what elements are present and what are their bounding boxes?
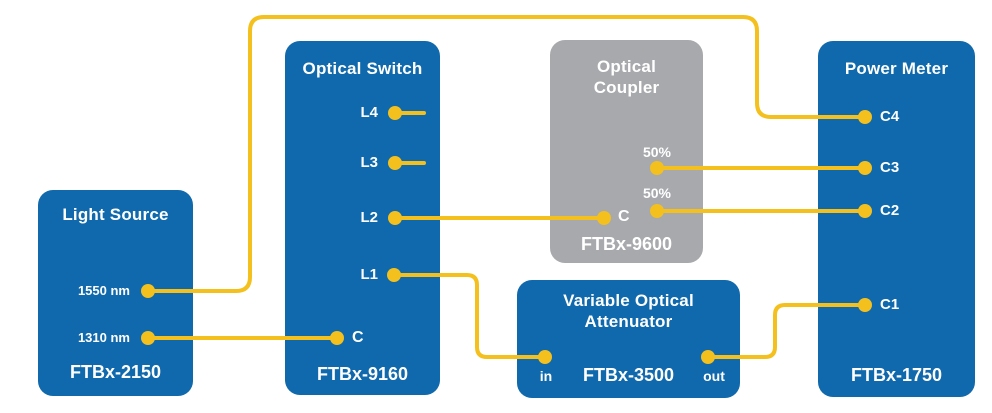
power-meter-title: Power Meter (844, 59, 949, 78)
power-meter-model: FTBx-1750 (850, 365, 943, 385)
port-label-c1: C1 (880, 296, 900, 313)
attenuator-box: Variable Optical Attenuator in out FTBx-… (517, 280, 740, 398)
port-label-l3: L3 (360, 154, 378, 171)
port-dot-c3 (858, 161, 872, 175)
optical-switch-box: Optical Switch L4 L3 L2 L1 C FTBx-9160 (285, 41, 440, 395)
port-label-l1: L1 (360, 266, 378, 283)
light-source-title: Light Source (62, 205, 169, 224)
port-dot-l3 (388, 156, 402, 170)
light-source-box: Light Source 1550 nm 1310 nm FTBx-2150 (38, 190, 193, 396)
port-dot-coupler-50-upper (650, 161, 664, 175)
port-label-coupler-50-upper: 50% (642, 144, 672, 160)
power-meter-box: Power Meter C4 C3 C2 C1 FTBx-1750 (818, 41, 975, 397)
port-label-switch-c: C (352, 329, 364, 346)
port-label-coupler-50-lower: 50% (642, 185, 672, 201)
cable-1550nm-to-c4 (146, 15, 867, 293)
optical-coupler-title: Optical Coupler (593, 57, 660, 97)
attenuator-title: Variable Optical Attenuator (563, 291, 694, 331)
port-dot-1550nm (141, 284, 155, 298)
port-dot-voa-in (538, 350, 552, 364)
port-dot-coupler-50-lower (650, 204, 664, 218)
optical-coupler-model: FTBx-9600 (580, 234, 673, 254)
port-label-l2: L2 (360, 209, 378, 226)
port-label-1550nm: 1550 nm (77, 283, 130, 298)
port-dot-voa-out (701, 350, 715, 364)
port-dot-l2 (388, 211, 402, 225)
port-dot-c4 (858, 110, 872, 124)
port-dot-c1 (858, 298, 872, 312)
port-dot-coupler-c (597, 211, 611, 225)
port-label-voa-out: out (703, 368, 725, 384)
port-label-c4: C4 (880, 108, 900, 125)
optical-switch-title: Optical Switch (302, 59, 423, 78)
port-label-l4: L4 (360, 104, 378, 121)
light-source-model: FTBx-2150 (69, 362, 162, 382)
port-label-1310nm: 1310 nm (77, 330, 130, 345)
port-label-voa-in: in (539, 368, 553, 384)
optical-coupler-box: Optical Coupler 50% 50% C FTBx-9600 (550, 40, 703, 263)
port-dot-l4 (388, 106, 402, 120)
port-dot-l1 (387, 268, 401, 282)
port-label-c2: C2 (880, 202, 900, 219)
optical-switch-model: FTBx-9160 (316, 364, 409, 384)
attenuator-model: FTBx-3500 (582, 365, 675, 385)
port-label-c3: C3 (880, 159, 900, 176)
port-dot-1310nm (141, 331, 155, 345)
port-label-coupler-c: C (618, 208, 630, 225)
port-dot-c2 (858, 204, 872, 218)
port-dot-switch-c (330, 331, 344, 345)
